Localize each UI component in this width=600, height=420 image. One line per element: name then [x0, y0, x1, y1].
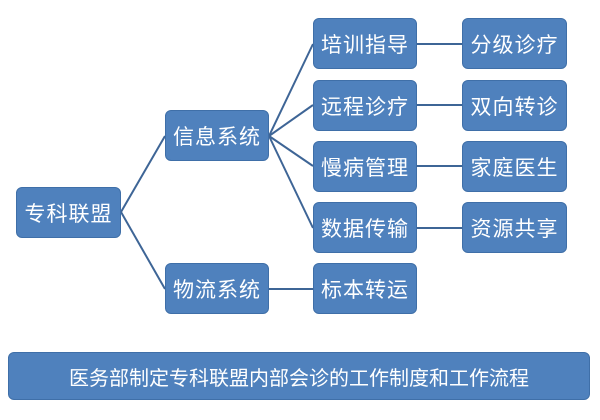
connector — [120, 135, 166, 213]
node-chronic-disease: 慢病管理 — [313, 141, 417, 192]
node-data-transfer: 数据传输 — [313, 202, 417, 253]
node-family-doctor: 家庭医生 — [462, 141, 567, 192]
connector — [120, 211, 166, 290]
node-info-system: 信息系统 — [165, 110, 269, 161]
node-tiered-diagnosis: 分级诊疗 — [462, 18, 567, 69]
node-remote-diagnosis: 远程诊疗 — [313, 80, 417, 131]
footer-banner: 医务部制定专科联盟内部会诊的工作制度和工作流程 — [8, 352, 590, 400]
node-resource-sharing: 资源共享 — [462, 202, 567, 253]
node-logistics-system: 物流系统 — [165, 263, 269, 314]
connector — [268, 135, 314, 229]
connector — [268, 43, 314, 137]
node-two-way-referral: 双向转诊 — [462, 80, 567, 131]
node-root: 专科联盟 — [16, 187, 121, 238]
connector — [268, 104, 314, 137]
node-training: 培训指导 — [313, 18, 417, 69]
node-specimen-transfer: 标本转运 — [313, 263, 417, 314]
connector — [268, 135, 314, 167]
